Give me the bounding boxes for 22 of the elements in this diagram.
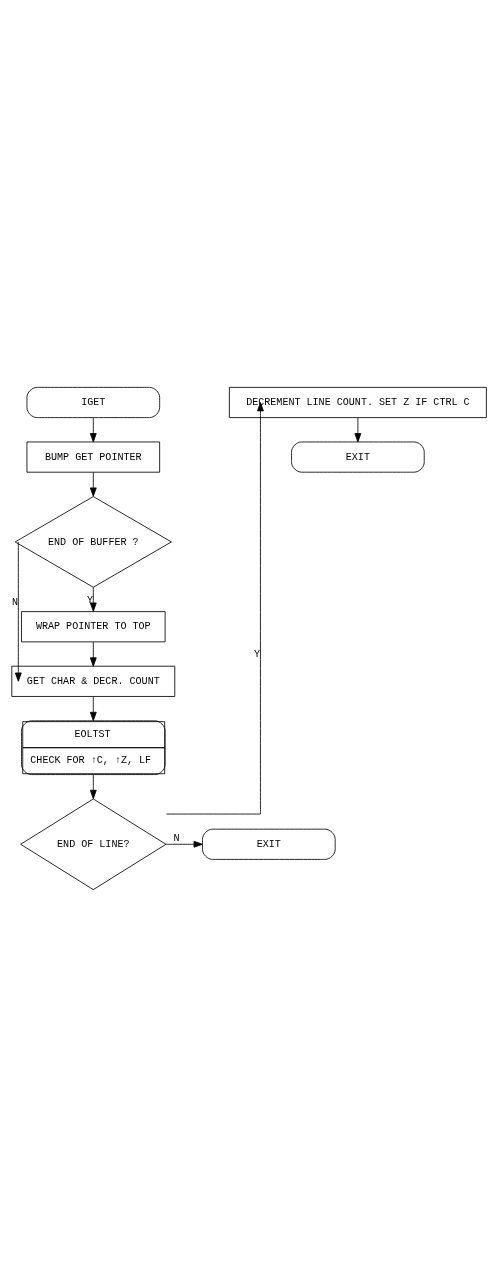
arrow <box>354 416 362 442</box>
node-box: WRAP POINTER TO TOP <box>21 610 166 642</box>
arrow <box>89 416 97 442</box>
node-diamond: END OF LINE? <box>20 798 167 890</box>
arrow <box>89 773 97 799</box>
arrow <box>14 541 22 682</box>
node-box: EXIT <box>202 828 336 860</box>
arrow <box>89 586 97 612</box>
node-box: IGET <box>26 386 161 418</box>
arrow <box>89 471 97 497</box>
arrow <box>165 401 264 814</box>
edge-label: N <box>11 596 18 608</box>
node-box: BUMP GET POINTER <box>26 441 161 473</box>
node-box: DECREMENT LINE COUNT. SET Z IF CTRL C <box>228 386 487 418</box>
arrow <box>165 840 203 848</box>
arrow <box>89 641 97 667</box>
edge-label: Y <box>86 594 93 606</box>
edge-label: Y <box>254 648 261 660</box>
edge-label: N <box>173 832 180 844</box>
arrow <box>89 695 97 721</box>
node-diamond: END OF BUFFER ? <box>14 495 172 588</box>
node-box: EXIT <box>291 441 425 473</box>
